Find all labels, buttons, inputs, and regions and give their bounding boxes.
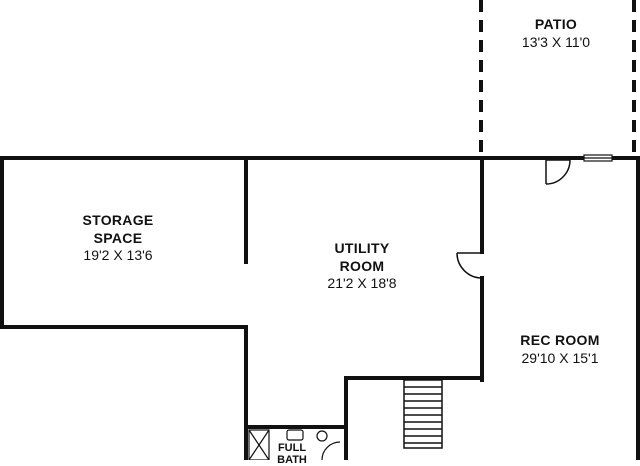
- patio-boundary: [479, 0, 636, 156]
- room-label-utility: UTILITY ROOM 21'2 X 18'8: [292, 240, 432, 293]
- room-name-line1: STORAGE: [82, 212, 154, 228]
- door-utility: [456, 252, 483, 279]
- room-dimensions: 29'10 X 15'1: [521, 349, 599, 366]
- room-label-patio: PATIO 13'3 X 11'0: [490, 16, 622, 51]
- room-name-line1: UTILITY: [334, 240, 390, 256]
- room-name-line2: BATH: [277, 454, 307, 466]
- door-rec-room: [545, 159, 571, 185]
- room-dimensions: 13'3 X 11'0: [521, 33, 591, 50]
- sink-icon: [316, 430, 328, 442]
- shower-icon: [248, 429, 270, 460]
- room-name-line1: FULL: [277, 442, 307, 454]
- staircase: [403, 379, 443, 449]
- room-name: PATIO: [534, 16, 578, 32]
- room-name-line2: SPACE: [93, 229, 143, 246]
- room-label-rec: REC ROOM 29'10 X 15'1: [490, 332, 630, 367]
- room-dimensions: 21'2 X 18'8: [327, 275, 397, 291]
- door-bath: [321, 441, 341, 460]
- room-label-storage: STORAGE SPACE 19'2 X 13'6: [48, 212, 188, 265]
- room-label-bath: FULL BATH: [272, 442, 312, 466]
- bath-fixtures: [248, 429, 341, 460]
- room-name-line2: ROOM: [339, 257, 385, 274]
- walls: [0, 156, 640, 460]
- window: [583, 154, 613, 162]
- room-name: REC ROOM: [520, 332, 600, 348]
- toilet-icon: [286, 429, 304, 441]
- room-dimensions: 19'2 X 13'6: [83, 247, 153, 263]
